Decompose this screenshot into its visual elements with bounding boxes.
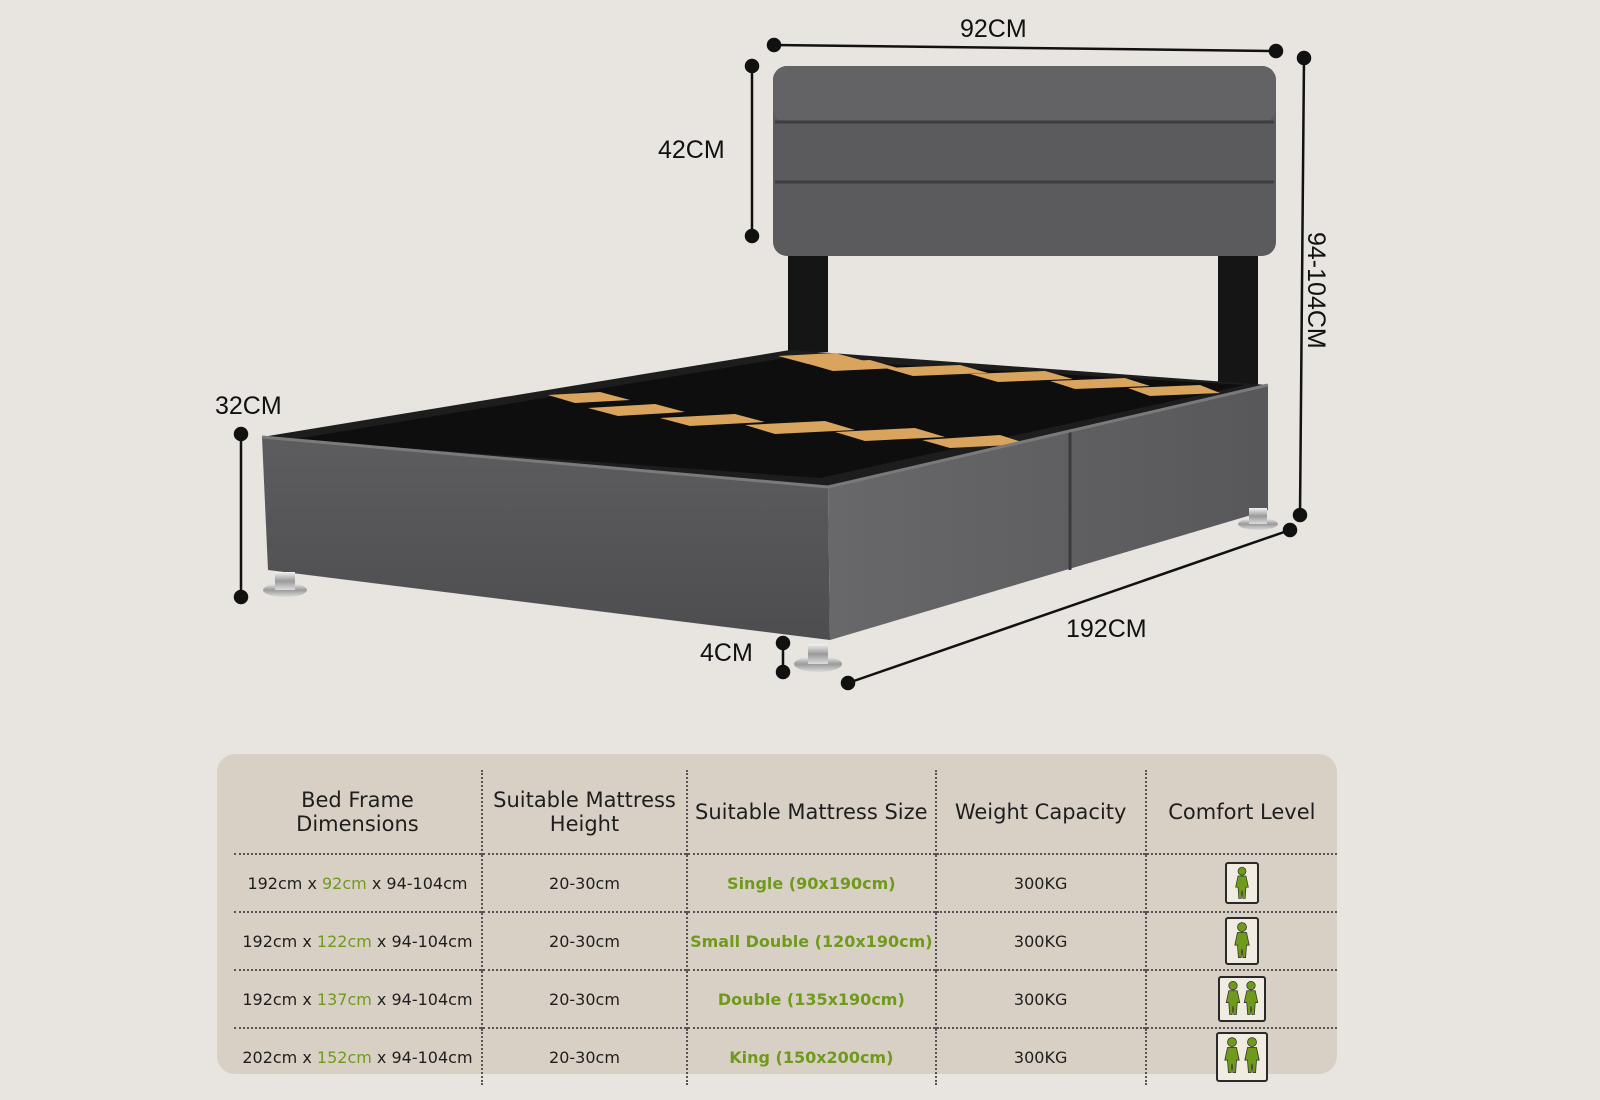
single-person-icon (1224, 862, 1259, 904)
table-row: 192cm x 122cm x 94-104cm 20-30cm Small D… (234, 911, 1337, 970)
leg-height-label: 4CM (700, 639, 753, 667)
dim-width: 122cm (316, 931, 372, 951)
table-row: 202cm x 152cm x 94-104cm 20-30cm King (1… (234, 1027, 1337, 1085)
dim-suffix: x 94-104cm (366, 873, 468, 893)
header-mattress-size: Suitable Mattress Size (686, 770, 936, 854)
dim-width: 152cm (316, 1047, 372, 1067)
mattress-height-cell: 20-30cm (480, 853, 688, 912)
comfort-level-cell (1144, 1027, 1337, 1085)
two-people-icon (1217, 976, 1266, 1022)
frame-dimensions-cell: 192cm x 137cm x 94-104cm (234, 969, 482, 1028)
bed-base (261, 383, 1269, 640)
spec-table: Bed Frame Dimensions Suitable Mattress H… (234, 770, 1337, 1085)
weight-capacity-cell: 300KG (934, 911, 1146, 970)
frame-dimensions-cell: 192cm x 122cm x 94-104cm (234, 911, 482, 970)
total-height-label: 94-104CM (1302, 232, 1330, 349)
mattress-height-cell: 20-30cm (480, 969, 688, 1028)
dim-prefix: 192cm x (247, 873, 322, 893)
table-header-row: Bed Frame Dimensions Suitable Mattress H… (234, 770, 1337, 854)
width-label: 92CM (960, 15, 1027, 43)
dim-prefix: 192cm x (242, 931, 317, 951)
dim-prefix: 192cm x (242, 989, 317, 1009)
mattress-size-cell: Double (135x190cm) (686, 969, 936, 1028)
length-label: 192CM (1066, 615, 1147, 643)
comfort-level-cell (1144, 853, 1337, 912)
dim-suffix: x 94-104cm (371, 1047, 473, 1067)
spec-table-card: Bed Frame Dimensions Suitable Mattress H… (217, 754, 1337, 1085)
weight-capacity-cell: 300KG (934, 969, 1146, 1028)
two-people-wide-icon (1215, 1032, 1268, 1082)
headboard-height-label: 42CM (658, 136, 725, 164)
mattress-size-cell: King (150x200cm) (686, 1027, 936, 1085)
dim-width: 137cm (316, 989, 372, 1009)
header-mattress-height: Suitable Mattress Height (480, 770, 688, 854)
mattress-height-cell: 20-30cm (480, 911, 688, 970)
weight-capacity-cell: 300KG (934, 1027, 1146, 1085)
mattress-size-cell: Small Double (120x190cm) (686, 911, 936, 970)
header-weight-capacity: Weight Capacity (934, 770, 1146, 854)
headboard-post-right (1218, 250, 1258, 385)
header-comfort-level: Comfort Level (1144, 770, 1337, 854)
weight-capacity-cell: 300KG (934, 853, 1146, 912)
dim-width: 92cm (322, 873, 367, 893)
bed-base-interior (262, 350, 1268, 487)
base-height-label: 32CM (215, 392, 282, 420)
frame-dimensions-cell: 202cm x 152cm x 94-104cm (234, 1027, 482, 1085)
header-frame-dimensions: Bed Frame Dimensions (296, 787, 419, 836)
one-person-standing-icon (1224, 917, 1259, 965)
dim-suffix: x 94-104cm (371, 931, 473, 951)
comfort-level-cell (1144, 911, 1337, 970)
comfort-level-cell (1144, 969, 1337, 1028)
frame-dimensions-cell: 192cm x 92cm x 94-104cm (234, 853, 482, 912)
mattress-size-cell: Single (90x190cm) (686, 853, 936, 912)
mattress-height-cell: 20-30cm (480, 1027, 688, 1085)
headboard (773, 66, 1276, 256)
bed-dimension-diagram: 92CM 42CM 94-104CM 32CM 4CM 192CM (215, 15, 1330, 691)
dim-suffix: x 94-104cm (371, 989, 473, 1009)
table-row: 192cm x 92cm x 94-104cm 20-30cm Single (… (234, 853, 1337, 912)
dim-prefix: 202cm x (242, 1047, 317, 1067)
table-row: 192cm x 137cm x 94-104cm 20-30cm Double … (234, 969, 1337, 1028)
